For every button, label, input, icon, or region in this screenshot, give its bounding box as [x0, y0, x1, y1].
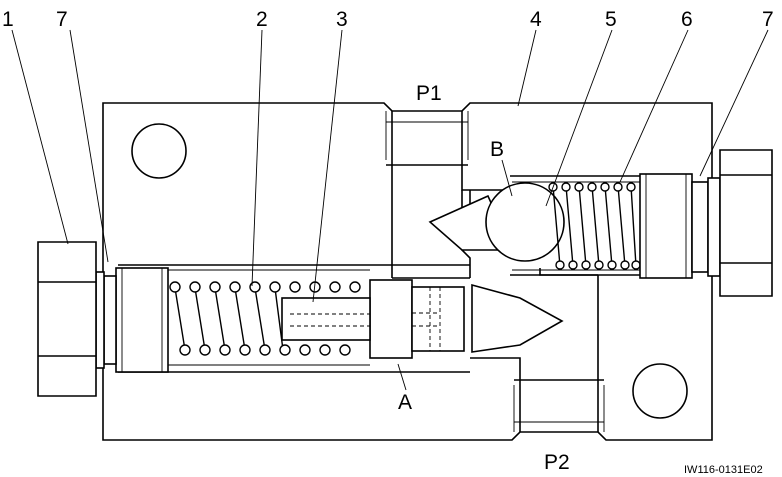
mounting-hole-right: [632, 363, 688, 419]
drawing-reference: IW116-0131E02: [684, 464, 763, 476]
left-spring-bore: [118, 264, 470, 373]
callout-1: 1: [2, 8, 14, 31]
check-ball-b: [485, 182, 565, 262]
right-plug: [639, 149, 773, 297]
port-p1-bore: [385, 111, 510, 278]
port-p1-label: P1: [416, 82, 442, 105]
port-p2-bore: [470, 275, 605, 432]
callout-3: 3: [336, 8, 348, 31]
lower-poppet-cone: [471, 283, 564, 353]
callout-6: 6: [681, 8, 693, 31]
callout-4: 4: [530, 8, 542, 31]
mounting-hole-left: [131, 123, 187, 179]
callout-5: 5: [605, 8, 617, 31]
valve-body: [102, 102, 713, 441]
callout-7-right: 7: [762, 8, 774, 31]
port-p2-label: P2: [544, 451, 570, 474]
callout-7-left: 7: [56, 8, 68, 31]
piston-a: [369, 279, 465, 359]
right-spring: [548, 182, 641, 270]
label-a: A: [398, 391, 412, 414]
callout-2: 2: [256, 8, 268, 31]
inner-rod: [281, 297, 371, 341]
left-plug: [37, 241, 169, 397]
leader-lines: [11, 29, 769, 391]
label-b: B: [490, 138, 504, 161]
